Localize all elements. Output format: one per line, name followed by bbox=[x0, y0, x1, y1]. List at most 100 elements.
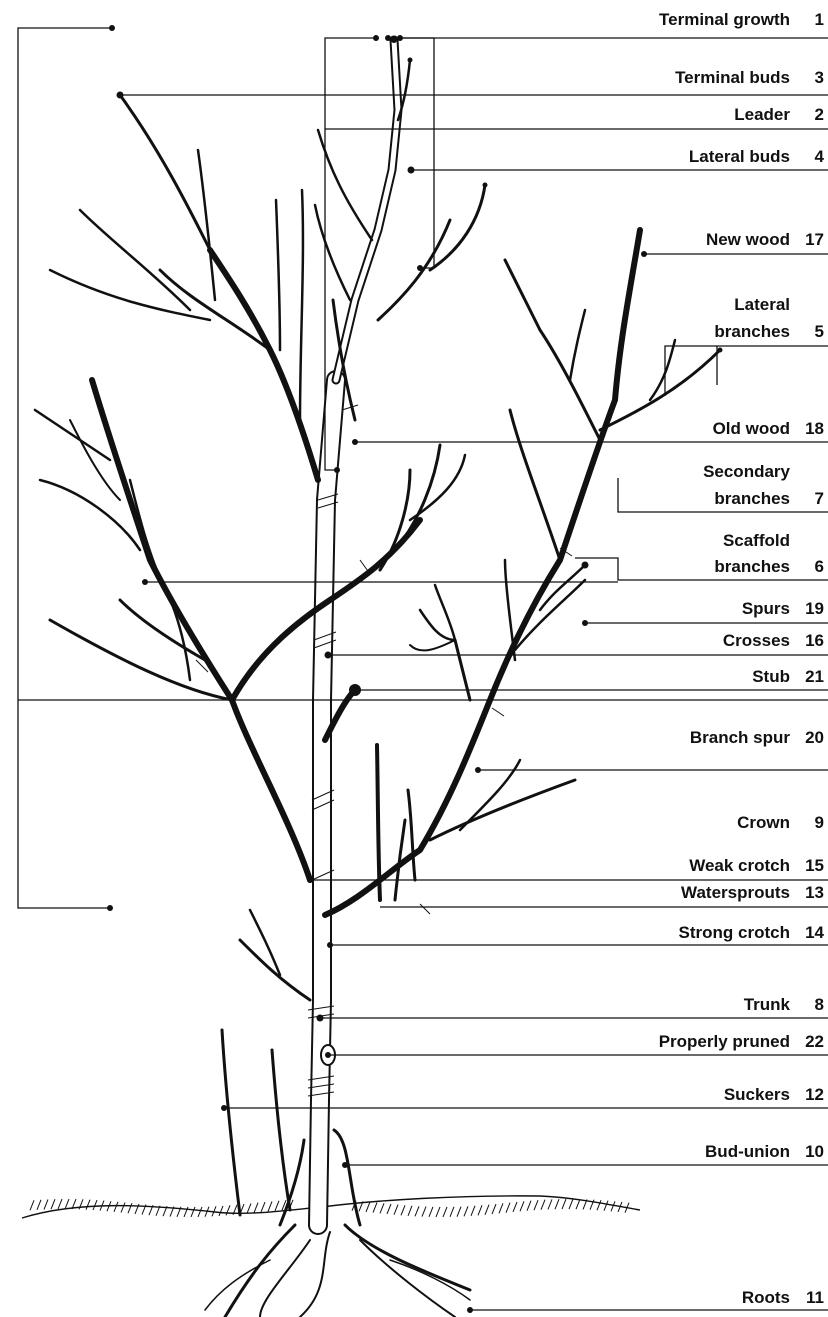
num-spurs: 19 bbox=[805, 599, 824, 618]
num-bud-union: 10 bbox=[805, 1142, 824, 1161]
soil-hatch-stroke bbox=[611, 1201, 615, 1211]
label-strong-crotch: Strong crotch bbox=[679, 923, 790, 942]
callout-labels: Terminal growth 1 Terminal buds 3 Leader… bbox=[659, 10, 825, 1307]
num-stub: 21 bbox=[805, 667, 824, 686]
label-lateral-buds: Lateral buds bbox=[689, 147, 790, 166]
label-new-wood: New wood bbox=[706, 230, 790, 249]
soil-hatch-stroke bbox=[597, 1200, 601, 1210]
soil-hatch-stroke bbox=[443, 1207, 447, 1217]
label-crown: Crown bbox=[737, 813, 790, 832]
num-strong-crotch: 14 bbox=[805, 923, 824, 942]
label-stub: Stub bbox=[752, 667, 790, 686]
label-terminal-buds: Terminal buds bbox=[675, 68, 790, 87]
label-trunk: Trunk bbox=[744, 995, 791, 1014]
num-lateral-branches: 5 bbox=[815, 322, 824, 341]
soil-hatch-stroke bbox=[457, 1207, 461, 1217]
num-secondary-branches: 7 bbox=[815, 489, 824, 508]
soil-hatch-stroke bbox=[191, 1207, 195, 1217]
num-crown: 9 bbox=[815, 813, 824, 832]
soil-hatch-stroke bbox=[93, 1200, 97, 1210]
label-properly-pruned: Properly pruned bbox=[659, 1032, 790, 1051]
soil-hatch-stroke bbox=[569, 1199, 573, 1209]
soil-hatch-stroke bbox=[527, 1201, 531, 1211]
soil-hatch-stroke bbox=[478, 1205, 482, 1215]
num-terminal-buds: 3 bbox=[815, 68, 824, 87]
soil-hatch-stroke bbox=[247, 1203, 251, 1213]
label-branch-spur: Branch spur bbox=[690, 728, 791, 747]
soil-hatch-stroke bbox=[429, 1207, 433, 1217]
label-lateral-branches-line1: Lateral bbox=[734, 295, 790, 314]
soil-hatch-stroke bbox=[562, 1199, 566, 1209]
soil-hatch-stroke bbox=[226, 1205, 230, 1215]
num-trunk: 8 bbox=[815, 995, 824, 1014]
label-secondary-branches-line1: Secondary bbox=[703, 462, 790, 481]
num-properly-pruned: 22 bbox=[805, 1032, 824, 1051]
soil-hatch-stroke bbox=[492, 1204, 496, 1214]
soil-hatch-stroke bbox=[254, 1203, 258, 1213]
num-scaffold-branches: 6 bbox=[815, 557, 824, 576]
soil-hatch-stroke bbox=[576, 1199, 580, 1209]
label-spurs: Spurs bbox=[742, 599, 790, 618]
soil-hatch-stroke bbox=[373, 1203, 377, 1213]
soil-hatch-stroke bbox=[65, 1199, 69, 1209]
soil-hatch-stroke bbox=[471, 1206, 475, 1216]
soil-hatch-stroke bbox=[114, 1202, 118, 1212]
label-scaffold-branches-line2: branches bbox=[714, 557, 790, 576]
soil-hatch-stroke bbox=[128, 1203, 132, 1213]
soil-hatching bbox=[30, 1199, 629, 1217]
num-branch-spur: 20 bbox=[805, 728, 824, 747]
num-terminal-growth: 1 bbox=[815, 10, 824, 29]
soil-hatch-stroke bbox=[121, 1203, 125, 1213]
soil-hatch-stroke bbox=[51, 1199, 55, 1209]
num-new-wood: 17 bbox=[805, 230, 824, 249]
soil-hatch-stroke bbox=[366, 1202, 370, 1212]
soil-hatch-stroke bbox=[380, 1203, 384, 1213]
soil-hatch-stroke bbox=[436, 1207, 440, 1217]
label-lateral-branches-line2: branches bbox=[714, 322, 790, 341]
label-watersprouts: Watersprouts bbox=[681, 883, 790, 902]
label-roots: Roots bbox=[742, 1288, 790, 1307]
soil-hatch-stroke bbox=[415, 1206, 419, 1216]
soil-hatch-stroke bbox=[30, 1200, 34, 1210]
num-old-wood: 18 bbox=[805, 419, 824, 438]
soil-hatch-stroke bbox=[534, 1200, 538, 1210]
roots-drawing bbox=[205, 1225, 470, 1317]
soil-hatch-stroke bbox=[261, 1202, 265, 1212]
label-suckers: Suckers bbox=[724, 1085, 790, 1104]
soil-hatch-stroke bbox=[401, 1205, 405, 1215]
trunk-drawing bbox=[280, 40, 398, 1225]
soil-hatch-stroke bbox=[422, 1207, 426, 1217]
label-old-wood: Old wood bbox=[713, 419, 790, 438]
soil-hatch-stroke bbox=[506, 1203, 510, 1213]
soil-hatch-stroke bbox=[219, 1206, 223, 1216]
soil-hatch-stroke bbox=[604, 1201, 608, 1211]
num-roots: 11 bbox=[806, 1288, 824, 1307]
tree-illustration bbox=[22, 37, 723, 1317]
label-terminal-growth: Terminal growth bbox=[659, 10, 790, 29]
soil-hatch-stroke bbox=[464, 1206, 468, 1216]
soil-hatch-stroke bbox=[275, 1201, 279, 1211]
soil-hatch-stroke bbox=[387, 1204, 391, 1214]
soil-hatch-stroke bbox=[268, 1201, 272, 1211]
label-bud-union: Bud-union bbox=[705, 1142, 790, 1161]
soil-hatch-stroke bbox=[394, 1205, 398, 1215]
soil-hatch-stroke bbox=[198, 1207, 202, 1217]
soil-hatch-stroke bbox=[513, 1202, 517, 1212]
soil-hatch-stroke bbox=[548, 1199, 552, 1209]
soil-hatch-stroke bbox=[541, 1200, 545, 1210]
num-leader: 2 bbox=[815, 105, 824, 124]
soil-hatch-stroke bbox=[58, 1199, 62, 1209]
buds bbox=[117, 37, 723, 569]
label-secondary-branches-line2: branches bbox=[714, 489, 790, 508]
num-lateral-buds: 4 bbox=[815, 147, 825, 166]
label-weak-crotch: Weak crotch bbox=[689, 856, 790, 875]
soil-hatch-stroke bbox=[485, 1205, 489, 1215]
soil-hatch-stroke bbox=[450, 1207, 454, 1217]
soil-hatch-stroke bbox=[79, 1199, 83, 1209]
soil-hatch-stroke bbox=[408, 1206, 412, 1216]
soil-line bbox=[22, 1196, 640, 1218]
soil-hatch-stroke bbox=[86, 1200, 90, 1210]
label-scaffold-branches-line1: Scaffold bbox=[723, 531, 790, 550]
num-weak-crotch: 15 bbox=[805, 856, 824, 875]
